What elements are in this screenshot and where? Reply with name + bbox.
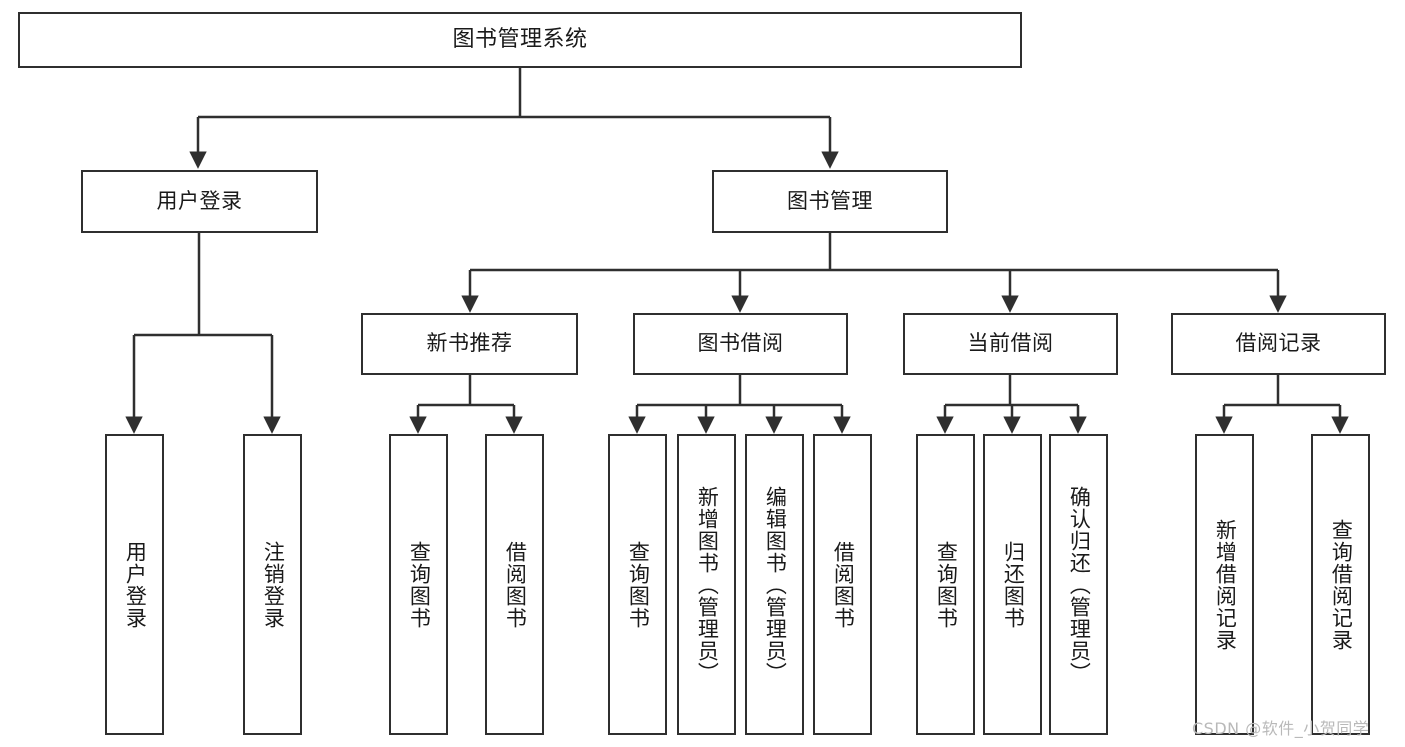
- leaf-user-login-login[interactable]: 用户登录: [105, 434, 164, 735]
- leaf-book-borrow-add[interactable]: 新增图书（管理员）: [677, 434, 736, 735]
- node-label: 查询借阅记录: [1329, 518, 1354, 651]
- node-label: 借阅记录: [1235, 331, 1322, 356]
- leaf-user-login-logout[interactable]: 注销登录: [243, 434, 302, 735]
- node-label: 新书推荐: [426, 331, 513, 356]
- leaf-book-borrow-query[interactable]: 查询图书: [608, 434, 667, 735]
- leaf-book-borrow-edit[interactable]: 编辑图书（管理员）: [745, 434, 804, 735]
- node-label: 查询图书: [626, 540, 651, 629]
- node-label: 用户登录: [123, 540, 148, 629]
- node-label: 图书管理: [787, 188, 873, 213]
- leaf-borrow-record-query[interactable]: 查询借阅记录: [1311, 434, 1370, 735]
- leaf-borrow-record-add[interactable]: 新增借阅记录: [1195, 434, 1254, 735]
- leaf-current-borrow-query[interactable]: 查询图书: [916, 434, 975, 735]
- node-user-login[interactable]: 用户登录: [81, 170, 318, 233]
- node-label: 用户登录: [156, 188, 243, 213]
- node-borrow-record[interactable]: 借阅记录: [1171, 313, 1386, 375]
- node-label: 借阅图书: [831, 540, 856, 629]
- node-label: 新增图书（管理员）: [695, 485, 720, 684]
- node-current-borrow[interactable]: 当前借阅: [903, 313, 1118, 375]
- leaf-new-book-query[interactable]: 查询图书: [389, 434, 448, 735]
- node-label: 查询图书: [407, 540, 432, 629]
- leaf-current-borrow-return[interactable]: 归还图书: [983, 434, 1042, 735]
- leaf-current-borrow-confirm-return[interactable]: 确认归还（管理员）: [1049, 434, 1108, 735]
- node-new-book-recommend[interactable]: 新书推荐: [361, 313, 578, 375]
- node-label: 当前借阅: [967, 331, 1054, 356]
- leaf-new-book-borrow[interactable]: 借阅图书: [485, 434, 544, 735]
- node-label: 新增借阅记录: [1213, 518, 1238, 651]
- node-label: 图书管理系统: [452, 26, 588, 52]
- csdn-watermark: CSDN @软件_小贺同学: [1192, 719, 1370, 738]
- node-label: 注销登录: [261, 540, 286, 629]
- node-label: 归还图书: [1001, 540, 1026, 629]
- node-label: 借阅图书: [503, 540, 528, 629]
- node-book-borrow[interactable]: 图书借阅: [633, 313, 848, 375]
- node-label: 确认归还（管理员）: [1067, 485, 1092, 684]
- node-root-system[interactable]: 图书管理系统: [18, 12, 1022, 68]
- node-label: 查询图书: [934, 540, 959, 629]
- node-label: 编辑图书（管理员）: [763, 485, 788, 684]
- node-book-management[interactable]: 图书管理: [712, 170, 948, 233]
- leaf-book-borrow-borrow[interactable]: 借阅图书: [813, 434, 872, 735]
- node-label: 图书借阅: [697, 331, 784, 356]
